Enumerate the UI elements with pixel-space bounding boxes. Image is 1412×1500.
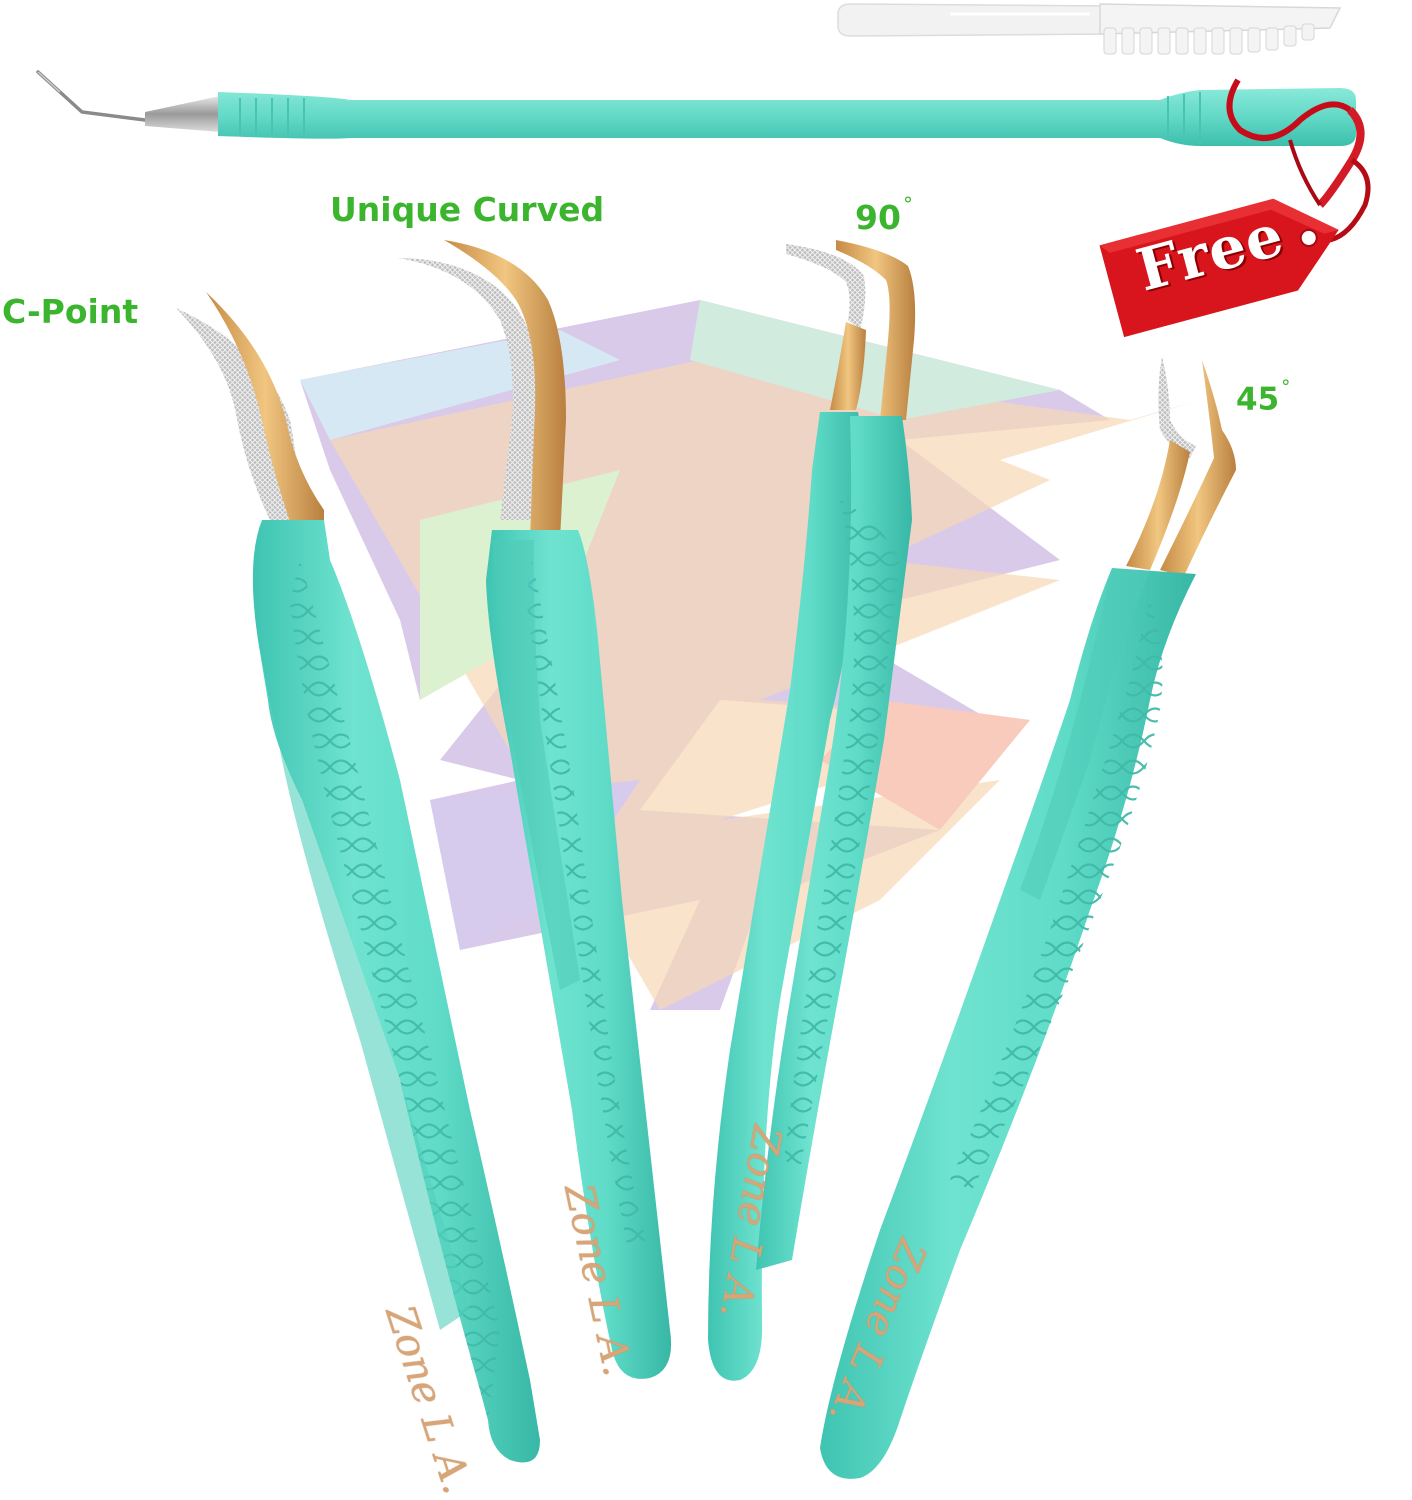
free-tag-shape xyxy=(1099,198,1339,338)
lash-separator-tool xyxy=(36,70,1356,146)
tweezer-unique-curved xyxy=(398,240,672,1379)
tweezer-45-degree xyxy=(820,356,1236,1479)
degree-symbol: ° xyxy=(1281,377,1291,398)
label-90-degree: 90° xyxy=(855,193,913,237)
label-unique-curved: Unique Curved xyxy=(330,190,605,229)
label-c-point: C-Point xyxy=(2,292,139,331)
lash-comb xyxy=(837,3,1342,55)
free-tag-ribbon xyxy=(1226,78,1371,243)
label-45-degree: 45° xyxy=(1236,377,1291,418)
tweezer-c-point xyxy=(176,292,540,1463)
free-tag-text: Free xyxy=(1129,200,1291,305)
tweezer-90-degree xyxy=(708,240,916,1381)
degree-symbol: ° xyxy=(902,193,913,216)
